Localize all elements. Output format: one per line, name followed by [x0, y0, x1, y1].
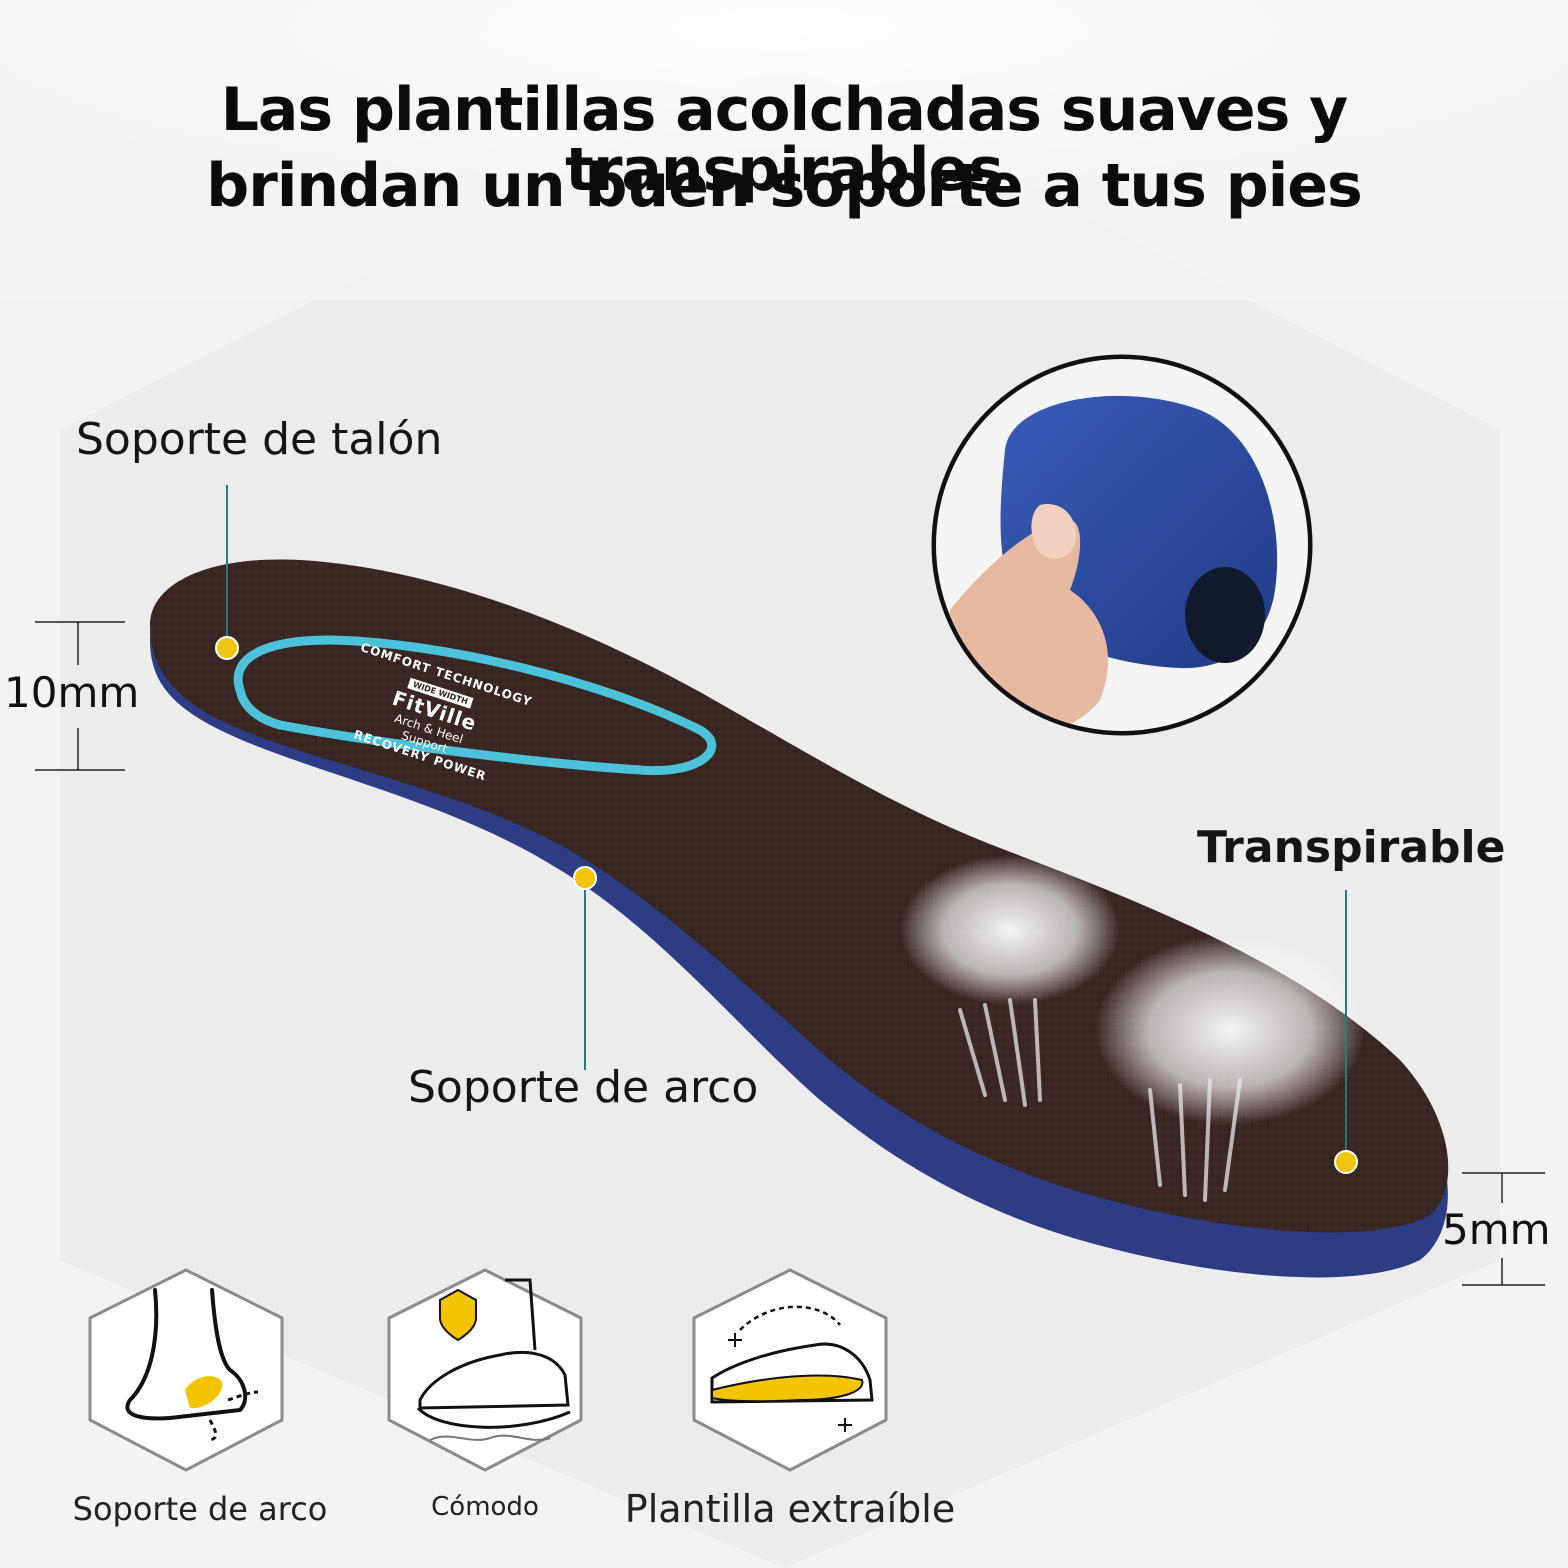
dimension-heel-thickness: 10mm	[4, 668, 140, 717]
removable-insole-icon	[710, 1305, 874, 1432]
callout-breathable: Transpirable	[1197, 822, 1506, 873]
arch-marker	[573, 866, 597, 890]
feature-hex-removable	[692, 1268, 888, 1472]
sneaker-cushion-icon	[416, 1278, 571, 1441]
feature-label-arch: Soporte de arco	[72, 1490, 328, 1528]
callout-heel-support: Soporte de talón	[76, 414, 443, 465]
heel-arch-icon	[125, 1288, 248, 1421]
dimension-toe-thickness: 5mm	[1442, 1205, 1551, 1254]
feature-label-removable: Plantilla extraíble	[624, 1487, 956, 1531]
headline-line-1: Las plantillas acolchadas suaves y trans…	[220, 75, 1349, 205]
toe-marker	[1334, 1150, 1358, 1174]
heel-glow-ring	[233, 635, 717, 776]
feature-hex-arch	[88, 1268, 284, 1472]
headline-line-2: brindan un buen soporte a tus pies	[206, 151, 1362, 221]
heel-marker	[215, 636, 239, 660]
callout-arch-support: Soporte de arco	[408, 1062, 759, 1113]
foam-squeeze-photo	[931, 354, 1313, 736]
feature-hex-comfort	[387, 1268, 583, 1472]
toe-dimension-lines	[1462, 1172, 1545, 1286]
heel-dimension-lines	[35, 621, 125, 771]
feature-label-comfort: Cómodo	[431, 1492, 539, 1522]
